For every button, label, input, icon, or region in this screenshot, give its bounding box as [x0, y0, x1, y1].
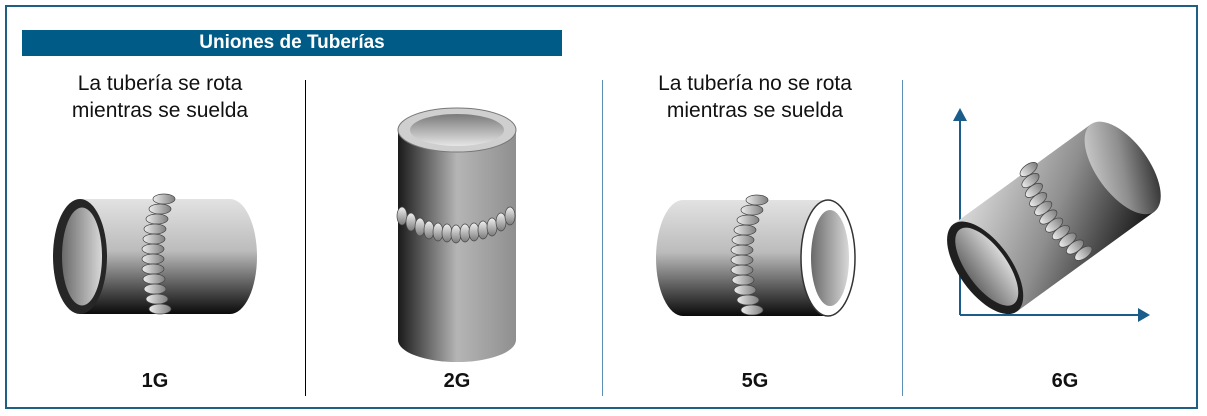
- diagram-title: Uniones de Tuberías: [22, 30, 562, 56]
- pipe-2g-icon: [396, 107, 517, 362]
- pipe-5g-icon: [656, 194, 856, 317]
- pipe-6g-icon: [947, 108, 1161, 322]
- label-5g: 5G: [741, 370, 769, 392]
- label-1g: 1G: [141, 370, 169, 392]
- divider-1: [305, 80, 306, 396]
- caption-rotated-line-2: mientras se suelda: [71, 99, 249, 122]
- caption-not-rotated-line-1: La tubería no se rota: [658, 72, 852, 95]
- caption-rotated: La tubería se rota mientras se suelda: [40, 70, 280, 124]
- divider-3: [902, 80, 903, 396]
- label-6g: 6G: [1051, 370, 1079, 392]
- pipe-1g-icon: [53, 193, 257, 315]
- divider-2: [602, 80, 603, 396]
- caption-rotated-line-1: La tubería se rota: [77, 72, 243, 95]
- caption-not-rotated: La tubería no se rota mientras se suelda: [630, 70, 880, 124]
- label-2g: 2G: [443, 370, 471, 392]
- caption-not-rotated-line-2: mientras se suelda: [666, 99, 844, 122]
- diagram-frame: [5, 5, 1198, 409]
